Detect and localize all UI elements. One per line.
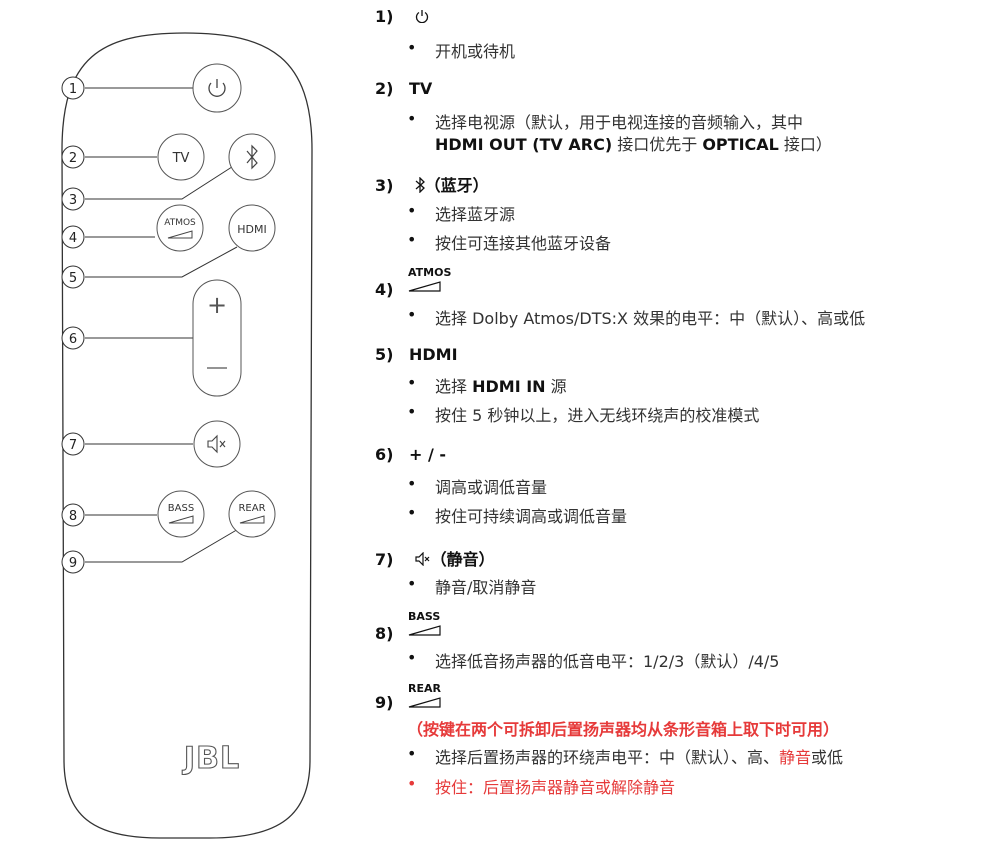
item-9-bullet-2: 按住：后置扬声器静音或解除静音: [407, 774, 675, 798]
item-5-bullet-1: 选择 HDMI IN 源: [407, 373, 567, 397]
item-2-bullet: 选择电视源（默认，用于电视连接的音频输入，其中: [407, 109, 803, 133]
rear-label: REAR: [408, 682, 441, 695]
svg-text:ATMOS: ATMOS: [164, 218, 196, 228]
svg-text:1: 1: [69, 82, 77, 97]
leader-lines: [85, 87, 241, 563]
callout-2: [61, 145, 85, 169]
level-icon: [239, 515, 265, 524]
callout-9: [61, 550, 85, 574]
callout-5: [61, 265, 85, 289]
item-9-heading: 9): [375, 693, 394, 712]
power-button[interactable]: [192, 63, 242, 113]
svg-text:2: 2: [69, 151, 77, 166]
jbl-logo: JBL: [182, 741, 240, 776]
item-5-bullet-2: 按住 5 秒钟以上，进入无线环绕声的校准模式: [407, 402, 759, 426]
level-icon: [408, 281, 441, 292]
mute-button[interactable]: [193, 420, 241, 468]
item-6-bullet-1: 调高或调低音量: [407, 474, 547, 498]
item-6-heading: 6)+ / -: [375, 445, 447, 464]
bluetooth-icon: [246, 144, 258, 170]
svg-text:BASS: BASS: [168, 503, 194, 514]
item-1-bullet: 开机或待机: [407, 38, 515, 62]
callout-6: [61, 326, 85, 350]
bass-button[interactable]: BASS: [157, 490, 205, 538]
callout-8: [61, 503, 85, 527]
item-4-heading: 4): [375, 280, 394, 299]
level-icon: [408, 697, 441, 708]
mute-icon: [207, 434, 226, 454]
item-3-heading: 3) （蓝牙）: [375, 176, 489, 195]
svg-text:8: 8: [69, 509, 77, 524]
hdmi-button[interactable]: HDMI: [228, 204, 276, 252]
item-3-bullet-1: 选择蓝牙源: [407, 201, 515, 225]
svg-text:REAR: REAR: [238, 503, 265, 514]
svg-text:HDMI: HDMI: [237, 223, 266, 236]
item-4-bullet: 选择 Dolby Atmos/DTS:X 效果的电平：中（默认）、高或低: [407, 305, 865, 329]
svg-text:5: 5: [69, 271, 77, 286]
power-icon: [208, 79, 226, 97]
item-1-heading: 1): [375, 7, 429, 26]
item-2-bullet-cont: HDMI OUT (TV ARC) 接口优先于 OPTICAL 接口）: [435, 135, 832, 154]
volume-rocker[interactable]: +: [192, 279, 242, 397]
bluetooth-button[interactable]: [228, 133, 276, 181]
bass-label: BASS: [408, 610, 441, 623]
svg-text:7: 7: [69, 438, 77, 453]
item-8-bullet: 选择低音扬声器的低音电平：1/2/3（默认）/4/5: [407, 648, 780, 672]
power-icon: [415, 10, 428, 24]
item-9-bullet-1: 选择后置扬声器的环绕声电平：中（默认）、高、静音或低: [407, 744, 843, 768]
callout-1: [61, 76, 85, 100]
mute-icon: [414, 551, 430, 567]
svg-text:TV: TV: [172, 151, 190, 166]
tv-button[interactable]: TV: [157, 133, 205, 181]
item-8-heading: 8): [375, 624, 394, 643]
level-icon: [167, 230, 193, 239]
svg-text:4: 4: [69, 231, 77, 246]
level-icon: [168, 515, 194, 524]
callout-markers: 1 2 3 4 5 6 7 8 9: [61, 76, 85, 574]
rear-button[interactable]: REAR: [228, 490, 276, 538]
item-7-bullet: 静音/取消静音: [407, 574, 537, 598]
svg-text:6: 6: [69, 332, 77, 347]
callout-7: [61, 432, 85, 456]
item-3-bullet-2: 按住可连接其他蓝牙设备: [407, 230, 611, 254]
svg-text:9: 9: [69, 556, 77, 571]
level-icon: [408, 625, 441, 636]
bluetooth-icon: [415, 176, 425, 194]
item-7-heading: 7) （静音）: [375, 550, 495, 569]
item-5-heading: 5)HDMI: [375, 345, 458, 364]
item-6-bullet-2: 按住可持续调高或调低音量: [407, 503, 627, 527]
callout-3: [61, 187, 85, 211]
atmos-button[interactable]: ATMOS: [156, 204, 204, 252]
callout-4: [61, 225, 85, 249]
svg-text:3: 3: [69, 193, 77, 208]
remote-illustration: 1 2 3 4 5 6 7 8 9 TV ATMOS: [61, 32, 313, 839]
atmos-label: ATMOS: [408, 266, 452, 279]
item-9-note: （按键在两个可拆卸后置扬声器均从条形音箱上取下时可用）: [407, 720, 840, 739]
item-2-heading: 2)TV: [375, 79, 433, 98]
volume-plus-label: +: [207, 291, 227, 319]
